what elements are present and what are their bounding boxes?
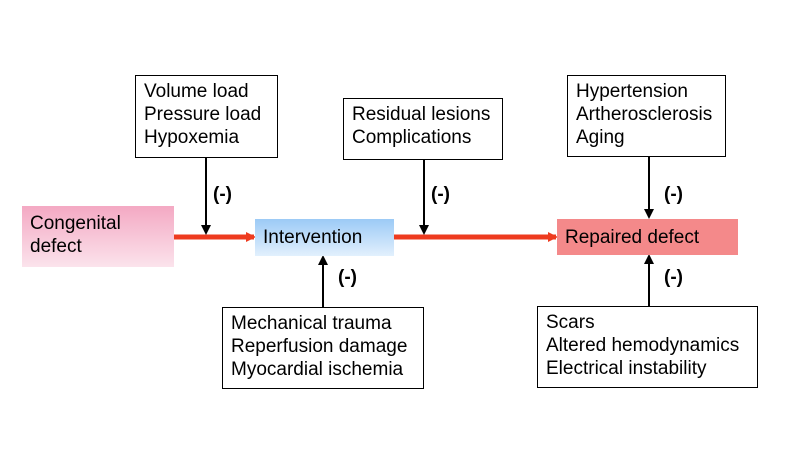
trauma-factors-box: Mechanical trauma Reperfusion damage Myo… — [222, 307, 424, 389]
repaired-defect-label: Repaired defect — [565, 226, 700, 248]
factor-aging: Aging — [576, 127, 625, 148]
trauma-negative-sign: (-) — [338, 267, 357, 288]
factor-scars: Scars — [546, 312, 595, 333]
load-negative-sign: (-) — [213, 184, 232, 205]
factor-altered-hemodynamics: Altered hemodynamics — [546, 335, 740, 356]
load-factors-box: Volume load Pressure load Hypoxemia — [135, 75, 278, 158]
factor-pressure-load: Pressure load — [144, 104, 262, 125]
repaired-defect-node: Repaired defect — [557, 219, 738, 255]
factor-mechanical-trauma: Mechanical trauma — [231, 313, 392, 334]
residual-factors-box: Residual lesions Complications — [343, 98, 503, 160]
intervention-label: Intervention — [263, 227, 363, 248]
factor-reperfusion-damage: Reperfusion damage — [231, 336, 408, 357]
intervention-node: Intervention — [255, 219, 394, 256]
aging-negative-sign: (-) — [664, 184, 683, 205]
residual-negative-sign: (-) — [431, 184, 450, 205]
factor-hypertension: Hypertension — [576, 81, 688, 102]
factor-residual-lesions: Residual lesions — [352, 104, 491, 125]
factor-complications: Complications — [352, 127, 472, 148]
factor-artherosclerosis: Artherosclerosis — [576, 104, 713, 125]
congenital-defect-node: Congenital defect — [22, 206, 174, 267]
aging-factors-box: Hypertension Artherosclerosis Aging — [567, 75, 726, 157]
congenital-defect-label-line-1: Congenital — [30, 213, 121, 234]
scars-negative-sign: (-) — [664, 267, 683, 288]
factor-volume-load: Volume load — [144, 81, 249, 102]
factor-hypoxemia: Hypoxemia — [144, 127, 240, 148]
factor-myocardial-ischemia: Myocardial ischemia — [231, 359, 404, 380]
factor-electrical-instability: Electrical instability — [546, 358, 707, 379]
congenital-defect-label-line-2: defect — [30, 236, 82, 257]
scars-factors-box: Scars Altered hemodynamics Electrical in… — [537, 306, 758, 388]
